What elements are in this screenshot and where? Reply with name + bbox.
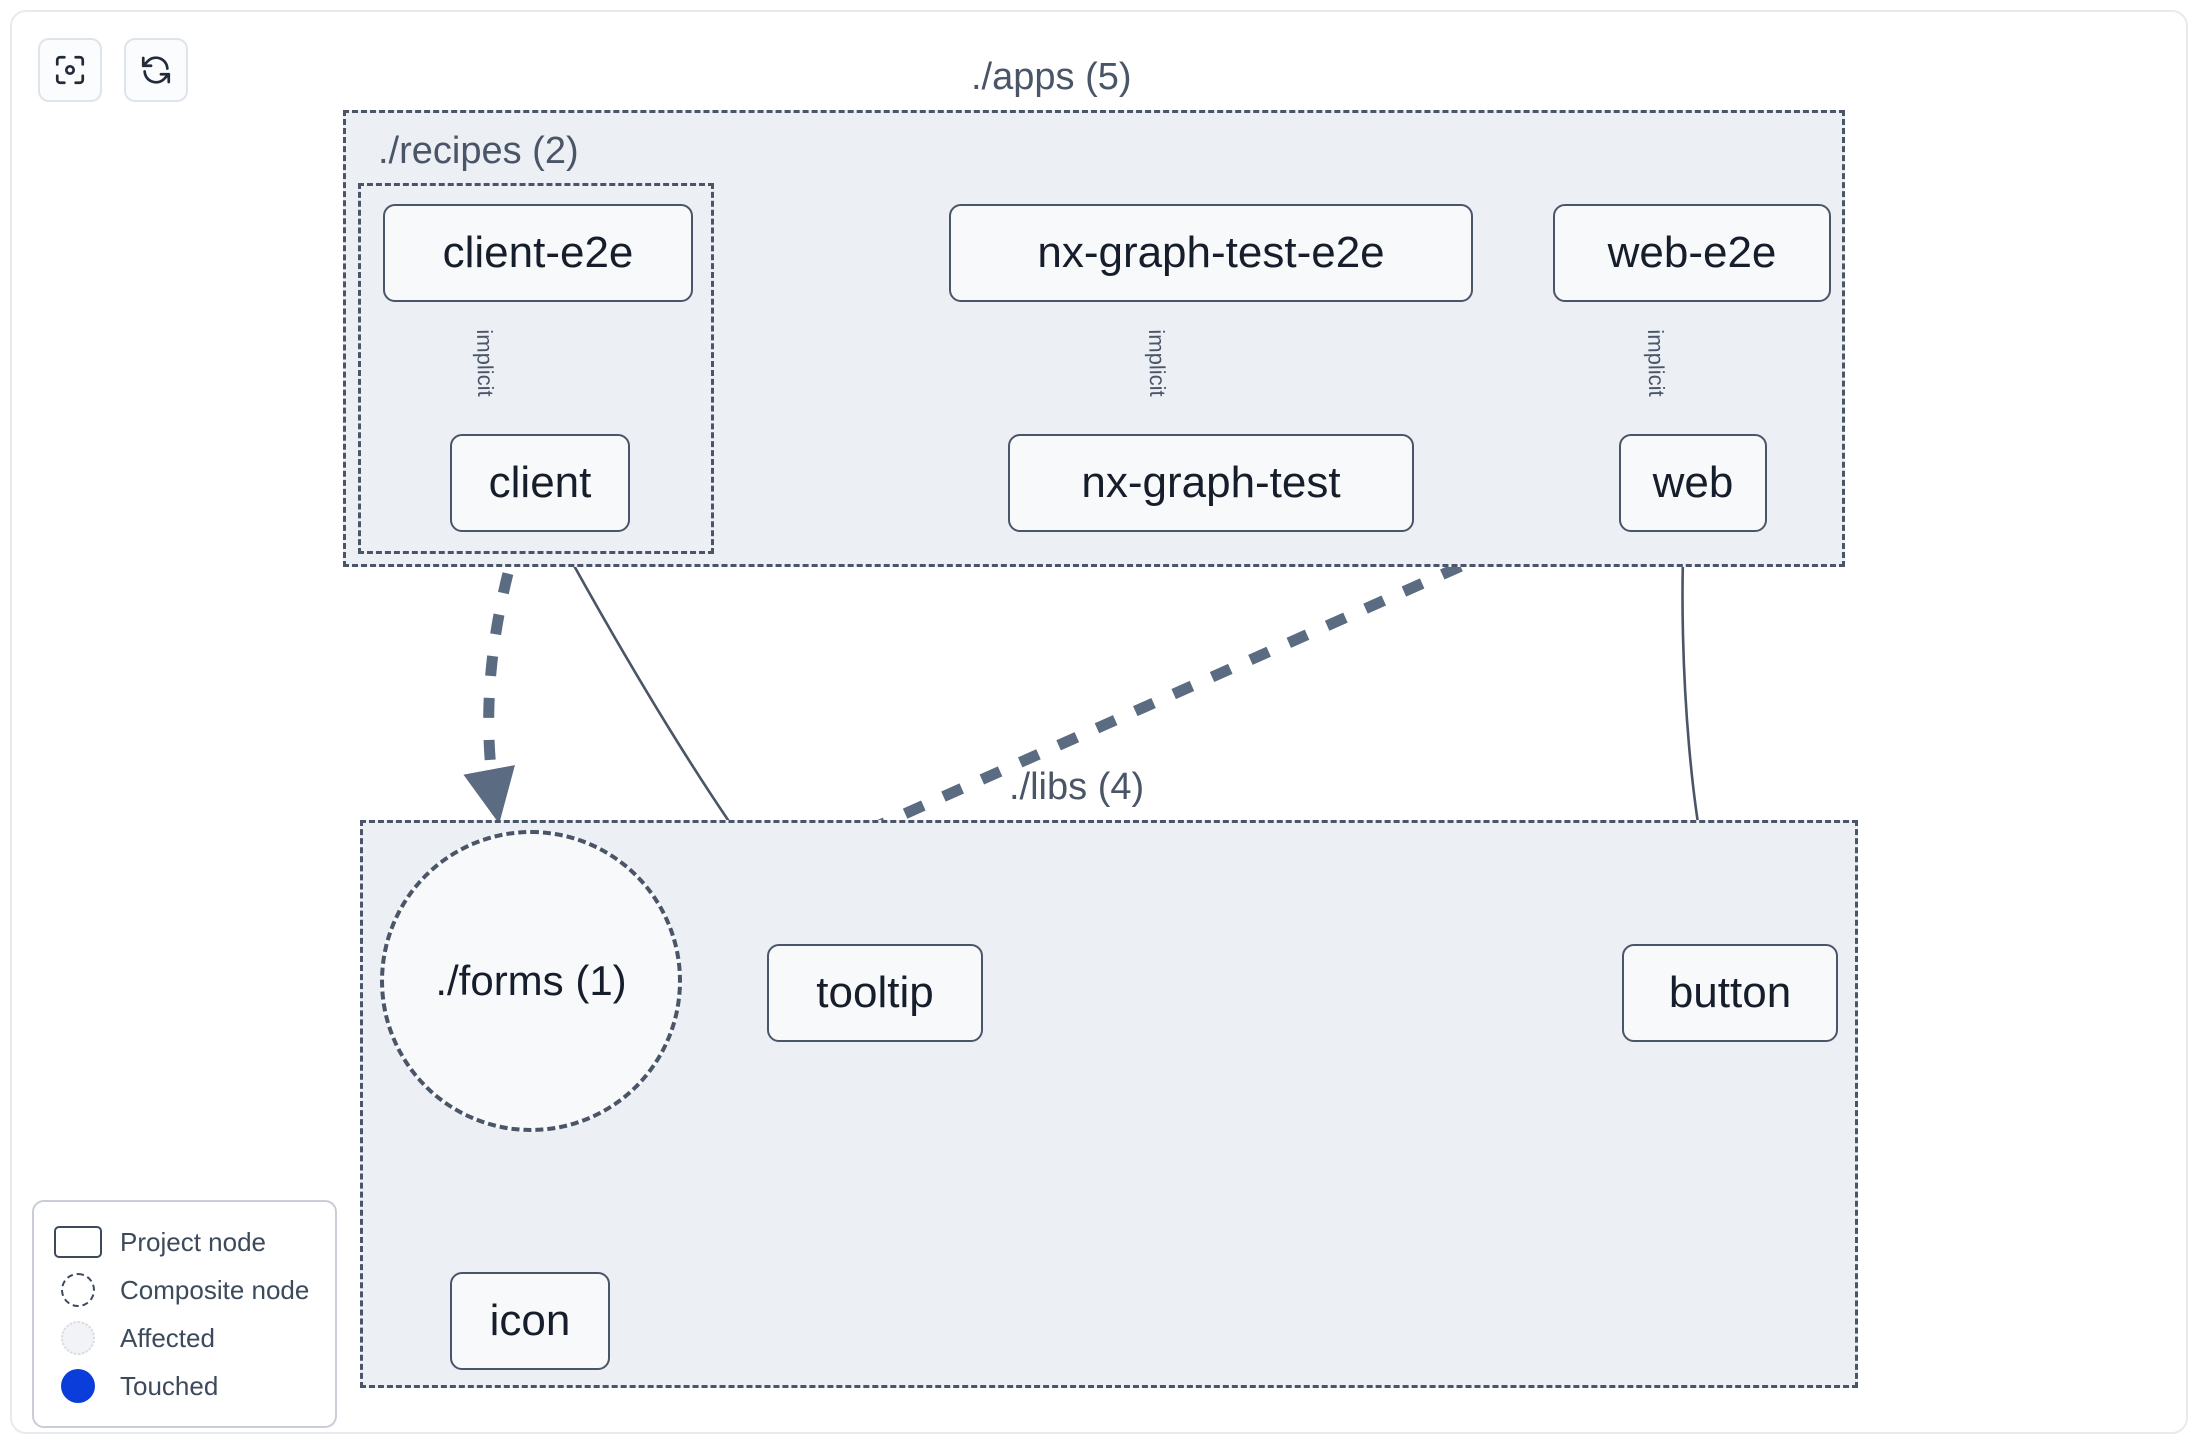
- composite-node-icon: [52, 1273, 104, 1307]
- graph-toolbar: [38, 38, 188, 102]
- node-web-e2e[interactable]: web-e2e: [1553, 204, 1831, 302]
- legend-item-touched: Touched: [52, 1362, 317, 1410]
- focus-graph-button[interactable]: [38, 38, 102, 102]
- project-node-icon: [52, 1226, 104, 1258]
- node-nx-graph-test[interactable]: nx-graph-test: [1008, 434, 1414, 532]
- node-label: nx-graph-test: [1081, 458, 1341, 507]
- node-label: web-e2e: [1607, 228, 1777, 277]
- legend-item-composite-node: Composite node: [52, 1266, 317, 1314]
- group-label-libs: ./libs (4): [1003, 768, 1151, 806]
- node-tooltip[interactable]: tooltip: [767, 944, 983, 1042]
- refresh-graph-button[interactable]: [124, 38, 188, 102]
- node-label: button: [1668, 968, 1792, 1017]
- node-label: ./forms (1): [435, 957, 627, 1004]
- touched-icon: [52, 1369, 104, 1403]
- node-icon[interactable]: icon: [450, 1272, 610, 1370]
- affected-icon: [52, 1321, 104, 1355]
- node-label: nx-graph-test-e2e: [1037, 228, 1385, 277]
- node-label: client-e2e: [442, 228, 634, 277]
- edge-client-forms: [463, 531, 525, 824]
- focus-target-icon: [53, 53, 87, 87]
- legend-label: Touched: [120, 1371, 219, 1401]
- node-button[interactable]: button: [1622, 944, 1838, 1042]
- node-label: client: [488, 458, 592, 507]
- legend-item-project-node: Project node: [52, 1218, 317, 1266]
- node-client[interactable]: client: [450, 434, 630, 532]
- node-nx-graph-test-e2e[interactable]: nx-graph-test-e2e: [949, 204, 1473, 302]
- legend-label: Affected: [120, 1323, 215, 1353]
- node-forms-composite[interactable]: ./forms (1): [380, 830, 682, 1132]
- node-web[interactable]: web: [1619, 434, 1767, 532]
- legend-label: Composite node: [120, 1275, 310, 1305]
- legend-item-affected: Affected: [52, 1314, 317, 1362]
- group-recipes[interactable]: [358, 183, 714, 554]
- group-label-apps: ./apps (5): [965, 58, 1138, 96]
- group-label-recipes: ./recipes (2): [372, 132, 585, 170]
- legend-label: Project node: [120, 1227, 266, 1257]
- node-label: icon: [489, 1296, 571, 1345]
- graph-legend: Project node Composite node Affected Tou…: [32, 1200, 337, 1428]
- node-client-e2e[interactable]: client-e2e: [383, 204, 693, 302]
- refresh-icon: [139, 53, 173, 87]
- node-label: tooltip: [816, 968, 934, 1017]
- node-label: web: [1652, 458, 1734, 507]
